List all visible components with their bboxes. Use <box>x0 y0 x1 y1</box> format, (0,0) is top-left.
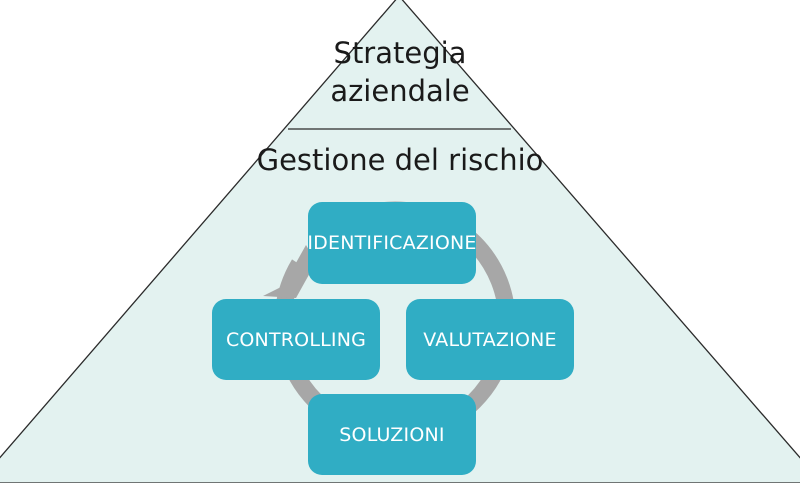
step-valutazione: VALUTAZIONE <box>406 299 574 380</box>
step-controlling: CONTROLLING <box>212 299 380 380</box>
top-label-line2: aziendale <box>330 74 470 108</box>
pyramid-top-label: Strategia aziendale <box>250 34 550 110</box>
pyramid-middle-label: Gestione del rischio <box>256 143 544 177</box>
top-label-line1: Strategia <box>333 36 467 70</box>
step-soluzioni: SOLUZIONI <box>308 394 476 475</box>
cycle-arrowhead-icon <box>263 245 316 298</box>
step-identificazione: IDENTIFICAZIONE <box>307 202 476 284</box>
